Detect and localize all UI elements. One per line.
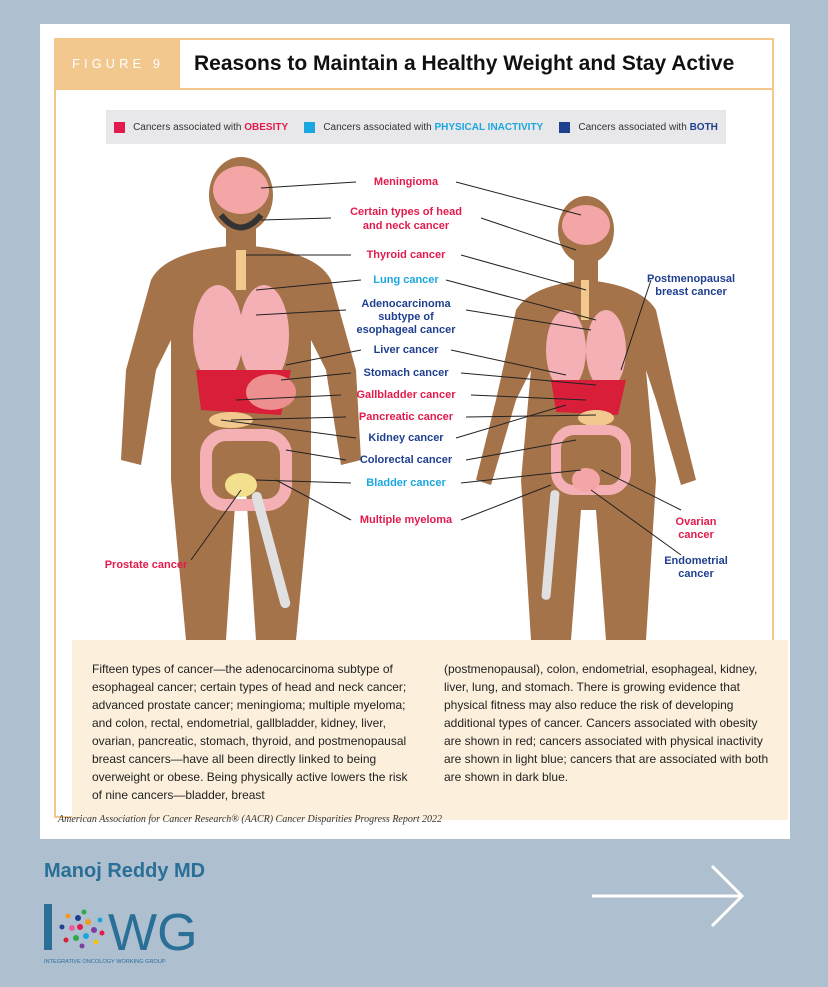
male-colon bbox=[200, 429, 292, 511]
title-divider bbox=[56, 88, 772, 90]
author-name: Manoj Reddy MD bbox=[44, 860, 206, 882]
label-adeno-1: Adenocarcinoma bbox=[361, 298, 451, 310]
female-pancreas bbox=[578, 410, 614, 426]
legend-prefix: Cancers associated with bbox=[578, 121, 687, 133]
male-brain bbox=[213, 166, 269, 214]
label-adeno-2: subtype of bbox=[378, 311, 434, 323]
caption-box: Fifteen types of cancer—the adenocarcino… bbox=[72, 640, 788, 820]
figure-title: Reasons to Maintain a Healthy Weight and… bbox=[194, 52, 735, 75]
legend-key-both: BOTH bbox=[689, 121, 718, 133]
label-bladder: Bladder cancer bbox=[366, 477, 446, 489]
leader-lines bbox=[190, 181, 682, 561]
arrow-right-icon[interactable] bbox=[590, 860, 750, 932]
label-lung: Lung cancer bbox=[373, 274, 439, 286]
female-trachea bbox=[581, 280, 589, 320]
male-stomach bbox=[246, 374, 296, 410]
caption-right: (postmenopausal), colon, endometrial, es… bbox=[444, 662, 769, 784]
logo-dot-circle-icon bbox=[59, 909, 105, 949]
legend-prefix: Cancers associated with bbox=[323, 121, 432, 133]
label-colorectal: Colorectal cancer bbox=[360, 454, 453, 466]
legend-swatch-both bbox=[559, 121, 571, 133]
male-trachea bbox=[236, 250, 246, 290]
legend: Cancers associated with OBESITY Cancers … bbox=[106, 110, 726, 144]
male-throat bbox=[218, 213, 264, 231]
female-uterus bbox=[572, 468, 600, 492]
label-ovarian-2: cancer bbox=[678, 529, 714, 541]
female-femur bbox=[541, 490, 560, 600]
logo-text: WG bbox=[108, 904, 198, 962]
female-liver bbox=[551, 380, 626, 415]
label-adeno-3: esophageal cancer bbox=[356, 324, 456, 336]
label-myeloma: Multiple myeloma bbox=[360, 514, 453, 526]
source-citation: American Association for Cancer Research… bbox=[58, 814, 443, 825]
label-liver: Liver cancer bbox=[374, 344, 440, 356]
figure-tag: FIGURE 9 bbox=[56, 40, 180, 88]
figure-card: FIGURE 9 Reasons to Maintain a Healthy W… bbox=[40, 24, 790, 839]
figure-frame: FIGURE 9 Reasons to Maintain a Healthy W… bbox=[54, 38, 788, 820]
label-breast-1: Postmenopausal bbox=[647, 273, 735, 285]
logo-letter-i bbox=[44, 904, 52, 950]
label-kidney: Kidney cancer bbox=[368, 432, 444, 444]
label-head-neck-1: Certain types of head bbox=[350, 206, 462, 218]
label-gallbladder: Gallbladder cancer bbox=[356, 389, 456, 401]
label-ovarian-1: Ovarian bbox=[676, 516, 717, 528]
male-lung-left bbox=[193, 285, 243, 385]
male-femur bbox=[251, 491, 291, 609]
legend-key-obesity: OBESITY bbox=[244, 121, 289, 133]
caption-left: Fifteen types of cancer—the adenocarcino… bbox=[92, 662, 408, 802]
labels: Meningioma Certain types of head and nec… bbox=[105, 176, 735, 580]
label-stomach: Stomach cancer bbox=[364, 367, 450, 379]
logo-subtitle: INTEGRATIVE ONCOLOGY WORKING GROUP bbox=[44, 959, 166, 965]
female-lung-right bbox=[586, 310, 626, 390]
label-thyroid: Thyroid cancer bbox=[367, 249, 447, 261]
label-prostate: Prostate cancer bbox=[105, 559, 188, 571]
label-pancreatic: Pancreatic cancer bbox=[359, 411, 454, 423]
legend-item-obesity: Cancers associated with OBESITY bbox=[114, 121, 289, 133]
legend-item-inactivity: Cancers associated with PHYSICAL INACTIV… bbox=[304, 121, 544, 133]
male-lung-right bbox=[239, 285, 289, 385]
iowg-logo: WG INTEGRATIVE ONCOLOGY WORKING GROUP bbox=[44, 904, 198, 965]
female-brain bbox=[562, 205, 610, 245]
label-endometrial-1: Endometrial bbox=[664, 555, 728, 567]
male-organs bbox=[193, 166, 296, 609]
label-endometrial-2: cancer bbox=[678, 568, 714, 580]
anatomy-diagram: Meningioma Certain types of head and nec… bbox=[105, 157, 735, 640]
male-bladder bbox=[225, 473, 257, 497]
legend-swatch-inactivity bbox=[304, 121, 316, 133]
legend-item-both: Cancers associated with BOTH bbox=[559, 121, 718, 133]
legend-swatch-obesity bbox=[114, 121, 126, 133]
legend-key-inactivity: PHYSICAL INACTIVITY bbox=[434, 121, 544, 133]
label-breast-2: breast cancer bbox=[655, 286, 727, 298]
label-meningioma: Meningioma bbox=[374, 176, 439, 188]
female-lung-left bbox=[546, 310, 586, 390]
label-head-neck-2: and neck cancer bbox=[363, 220, 450, 232]
legend-prefix: Cancers associated with bbox=[133, 121, 242, 133]
